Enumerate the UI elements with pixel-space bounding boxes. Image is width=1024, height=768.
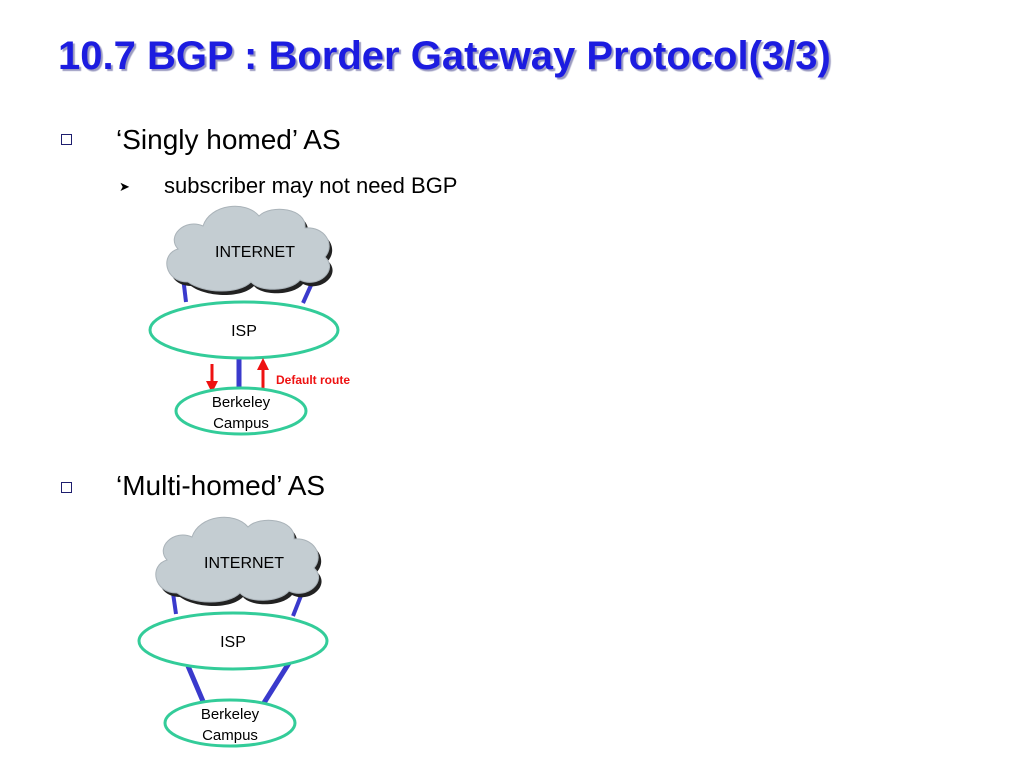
- campus-node: [174, 386, 308, 436]
- bullet-multi-homed: ‘Multi-homed’ AS: [116, 470, 326, 501]
- multi-link-isp-campus-right: [259, 661, 292, 708]
- bullet-singly-homed: ‘Singly homed’ AS: [116, 124, 341, 155]
- default-route-label: Default route: [276, 373, 350, 387]
- multi-internet-cloud-icon: [155, 516, 322, 607]
- multi-isp-label: ISP: [220, 634, 246, 651]
- internet-label: INTERNET: [215, 244, 295, 261]
- multi-internet-label: INTERNET: [204, 555, 284, 572]
- multi-campus-node: [163, 698, 297, 748]
- slide-title: 10.7 BGP : Border Gateway Protocol(3/3): [58, 34, 831, 78]
- multi-link-isp-campus-left: [185, 665, 208, 707]
- arrow-bullet-icon: ➤: [119, 180, 130, 195]
- internet-cloud-icon: [166, 205, 333, 296]
- square-bullet-icon: [61, 482, 72, 493]
- campus-label-line2: Campus: [213, 415, 269, 432]
- multi-isp-node: [137, 611, 329, 671]
- bullet-subscriber-no-bgp: subscriber may not need BGP: [164, 173, 458, 198]
- square-bullet-icon: [61, 134, 72, 145]
- isp-label: ISP: [231, 323, 257, 340]
- multi-campus-label-line2: Campus: [202, 727, 258, 744]
- isp-node: [148, 300, 340, 360]
- campus-label-line1: Berkeley: [212, 394, 271, 411]
- multi-campus-label-line1: Berkeley: [201, 706, 260, 723]
